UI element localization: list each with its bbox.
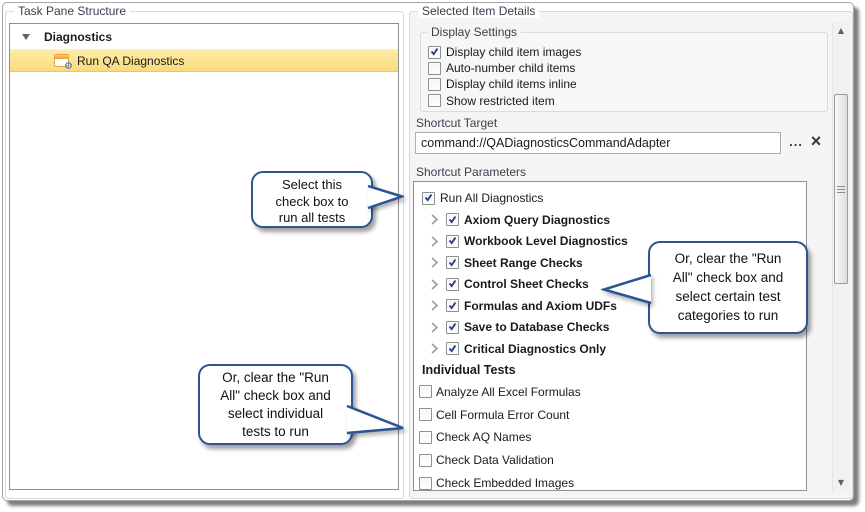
- callout-test-categories: Or, clear the "Run All" check box and se…: [648, 241, 808, 334]
- display-settings-title: Display Settings: [427, 25, 522, 39]
- callout-pointer-right: [346, 405, 404, 435]
- param-category-formulas-udfs[interactable]: Formulas and Axiom UDFs: [414, 295, 806, 317]
- callout-run-all-tests: Select this check box to run all tests: [251, 171, 373, 228]
- chevron-right-icon[interactable]: [431, 214, 438, 225]
- param-category-save-to-database[interactable]: Save to Database Checks: [414, 317, 806, 339]
- option-label: Display child items inline: [446, 77, 577, 92]
- option-label: Display child item images: [446, 45, 582, 60]
- checkbox-checked[interactable]: [446, 342, 459, 356]
- param-label: Run All Diagnostics: [440, 191, 544, 205]
- shortcut-parameters-list[interactable]: Run All Diagnostics Axiom Query Diagnost…: [413, 181, 807, 491]
- shortcut-target-label: Shortcut Target: [416, 116, 498, 130]
- checkbox-unchecked[interactable]: [419, 408, 432, 422]
- checkbox-checked[interactable]: [446, 234, 459, 248]
- tree-item-label: Diagnostics: [44, 29, 113, 44]
- callout-pointer-right: [367, 185, 404, 210]
- param-test-cell-formula-errors[interactable]: Cell Formula Error Count: [414, 403, 806, 426]
- chevron-right-icon[interactable]: [431, 236, 438, 247]
- param-label: Check Embedded Images: [436, 476, 575, 491]
- chevron-right-icon[interactable]: [431, 300, 438, 311]
- checkbox-unchecked[interactable]: [428, 61, 441, 75]
- chevron-right-icon[interactable]: [431, 343, 438, 354]
- param-label: Check Data Validation: [436, 453, 554, 468]
- param-run-all-diagnostics[interactable]: Run All Diagnostics: [414, 187, 806, 209]
- clear-x-icon[interactable]: ×: [810, 131, 822, 151]
- param-label: Save to Database Checks: [464, 320, 610, 335]
- option-auto-number-child-items[interactable]: Auto-number child items: [428, 60, 827, 76]
- checkbox-checked[interactable]: [428, 45, 441, 59]
- chevron-right-icon[interactable]: [431, 279, 438, 290]
- option-label: Auto-number child items: [446, 61, 576, 76]
- selected-item-details-title: Selected Item Details: [418, 4, 540, 18]
- checkbox-unchecked[interactable]: [419, 453, 432, 467]
- tree-item-diagnostics[interactable]: Diagnostics: [10, 24, 398, 49]
- option-display-child-item-images[interactable]: Display child item images: [428, 44, 827, 60]
- param-label: Analyze All Excel Formulas: [436, 384, 581, 399]
- param-label: Formulas and Axiom UDFs: [464, 298, 617, 313]
- option-display-child-items-inline[interactable]: Display child items inline: [428, 76, 827, 92]
- checkbox-checked[interactable]: [446, 320, 459, 334]
- checkbox-checked[interactable]: [446, 277, 459, 291]
- param-test-check-data-validation[interactable]: Check Data Validation: [414, 449, 806, 472]
- param-label: Check AQ Names: [436, 430, 532, 445]
- param-category-axiom-query[interactable]: Axiom Query Diagnostics: [414, 209, 806, 231]
- tree-item-run-qa-diagnostics[interactable]: ⚙ Run QA Diagnostics: [10, 49, 398, 72]
- param-label: Workbook Level Diagnostics: [464, 234, 628, 249]
- scrollbar-thumb[interactable]: [834, 94, 848, 284]
- param-test-check-embedded-images[interactable]: Check Embedded Images: [414, 472, 806, 491]
- expander-down-icon[interactable]: [22, 33, 30, 40]
- task-pane-structure-title: Task Pane Structure: [14, 4, 131, 18]
- chevron-right-icon[interactable]: [431, 257, 438, 268]
- param-label: Sheet Range Checks: [464, 255, 583, 270]
- callout-individual-tests: Or, clear the "Run All" check box and se…: [198, 364, 353, 445]
- shortcut-target-input[interactable]: [415, 132, 781, 154]
- scroll-down-icon[interactable]: ▼: [837, 478, 845, 487]
- task-pane-gear-icon: ⚙: [54, 54, 73, 72]
- callout-pointer-left: [601, 273, 652, 305]
- param-label: Axiom Query Diagnostics: [464, 212, 611, 227]
- browse-button[interactable]: ...: [789, 134, 803, 149]
- param-category-critical-only[interactable]: Critical Diagnostics Only: [414, 338, 806, 360]
- param-category-sheet-range[interactable]: Sheet Range Checks: [414, 252, 806, 274]
- individual-tests-header: Individual Tests: [422, 363, 516, 377]
- checkbox-unchecked[interactable]: [419, 476, 432, 490]
- scroll-up-icon[interactable]: ▲: [837, 26, 845, 35]
- param-category-workbook-level[interactable]: Workbook Level Diagnostics: [414, 231, 806, 253]
- dialog-window: Task Pane Structure Diagnostics ⚙ Run QA…: [2, 2, 854, 501]
- param-label: Critical Diagnostics Only: [464, 341, 607, 356]
- chevron-right-icon[interactable]: [431, 322, 438, 333]
- checkbox-unchecked[interactable]: [419, 385, 432, 399]
- shortcut-parameters-label: Shortcut Parameters: [416, 165, 527, 179]
- display-settings-group: Display Settings Display child item imag…: [420, 25, 828, 112]
- param-test-check-aq-names[interactable]: Check AQ Names: [414, 426, 806, 449]
- param-test-analyze-formulas[interactable]: Analyze All Excel Formulas: [414, 381, 806, 404]
- option-show-restricted-item[interactable]: Show restricted item: [428, 93, 827, 109]
- param-label: Cell Formula Error Count: [436, 407, 570, 422]
- checkbox-checked[interactable]: [446, 256, 459, 270]
- param-label: Control Sheet Checks: [464, 277, 589, 292]
- checkbox-checked[interactable]: [446, 213, 459, 227]
- option-label: Show restricted item: [446, 93, 555, 108]
- checkbox-checked[interactable]: [446, 299, 459, 313]
- vertical-scrollbar[interactable]: ▲ ▼: [832, 22, 849, 492]
- checkbox-unchecked[interactable]: [419, 430, 432, 444]
- param-category-control-sheet[interactable]: Control Sheet Checks: [414, 274, 806, 296]
- checkbox-checked[interactable]: [422, 191, 435, 205]
- checkbox-unchecked[interactable]: [428, 77, 441, 91]
- checkbox-unchecked[interactable]: [428, 94, 441, 108]
- tree-item-label: Run QA Diagnostics: [77, 53, 185, 68]
